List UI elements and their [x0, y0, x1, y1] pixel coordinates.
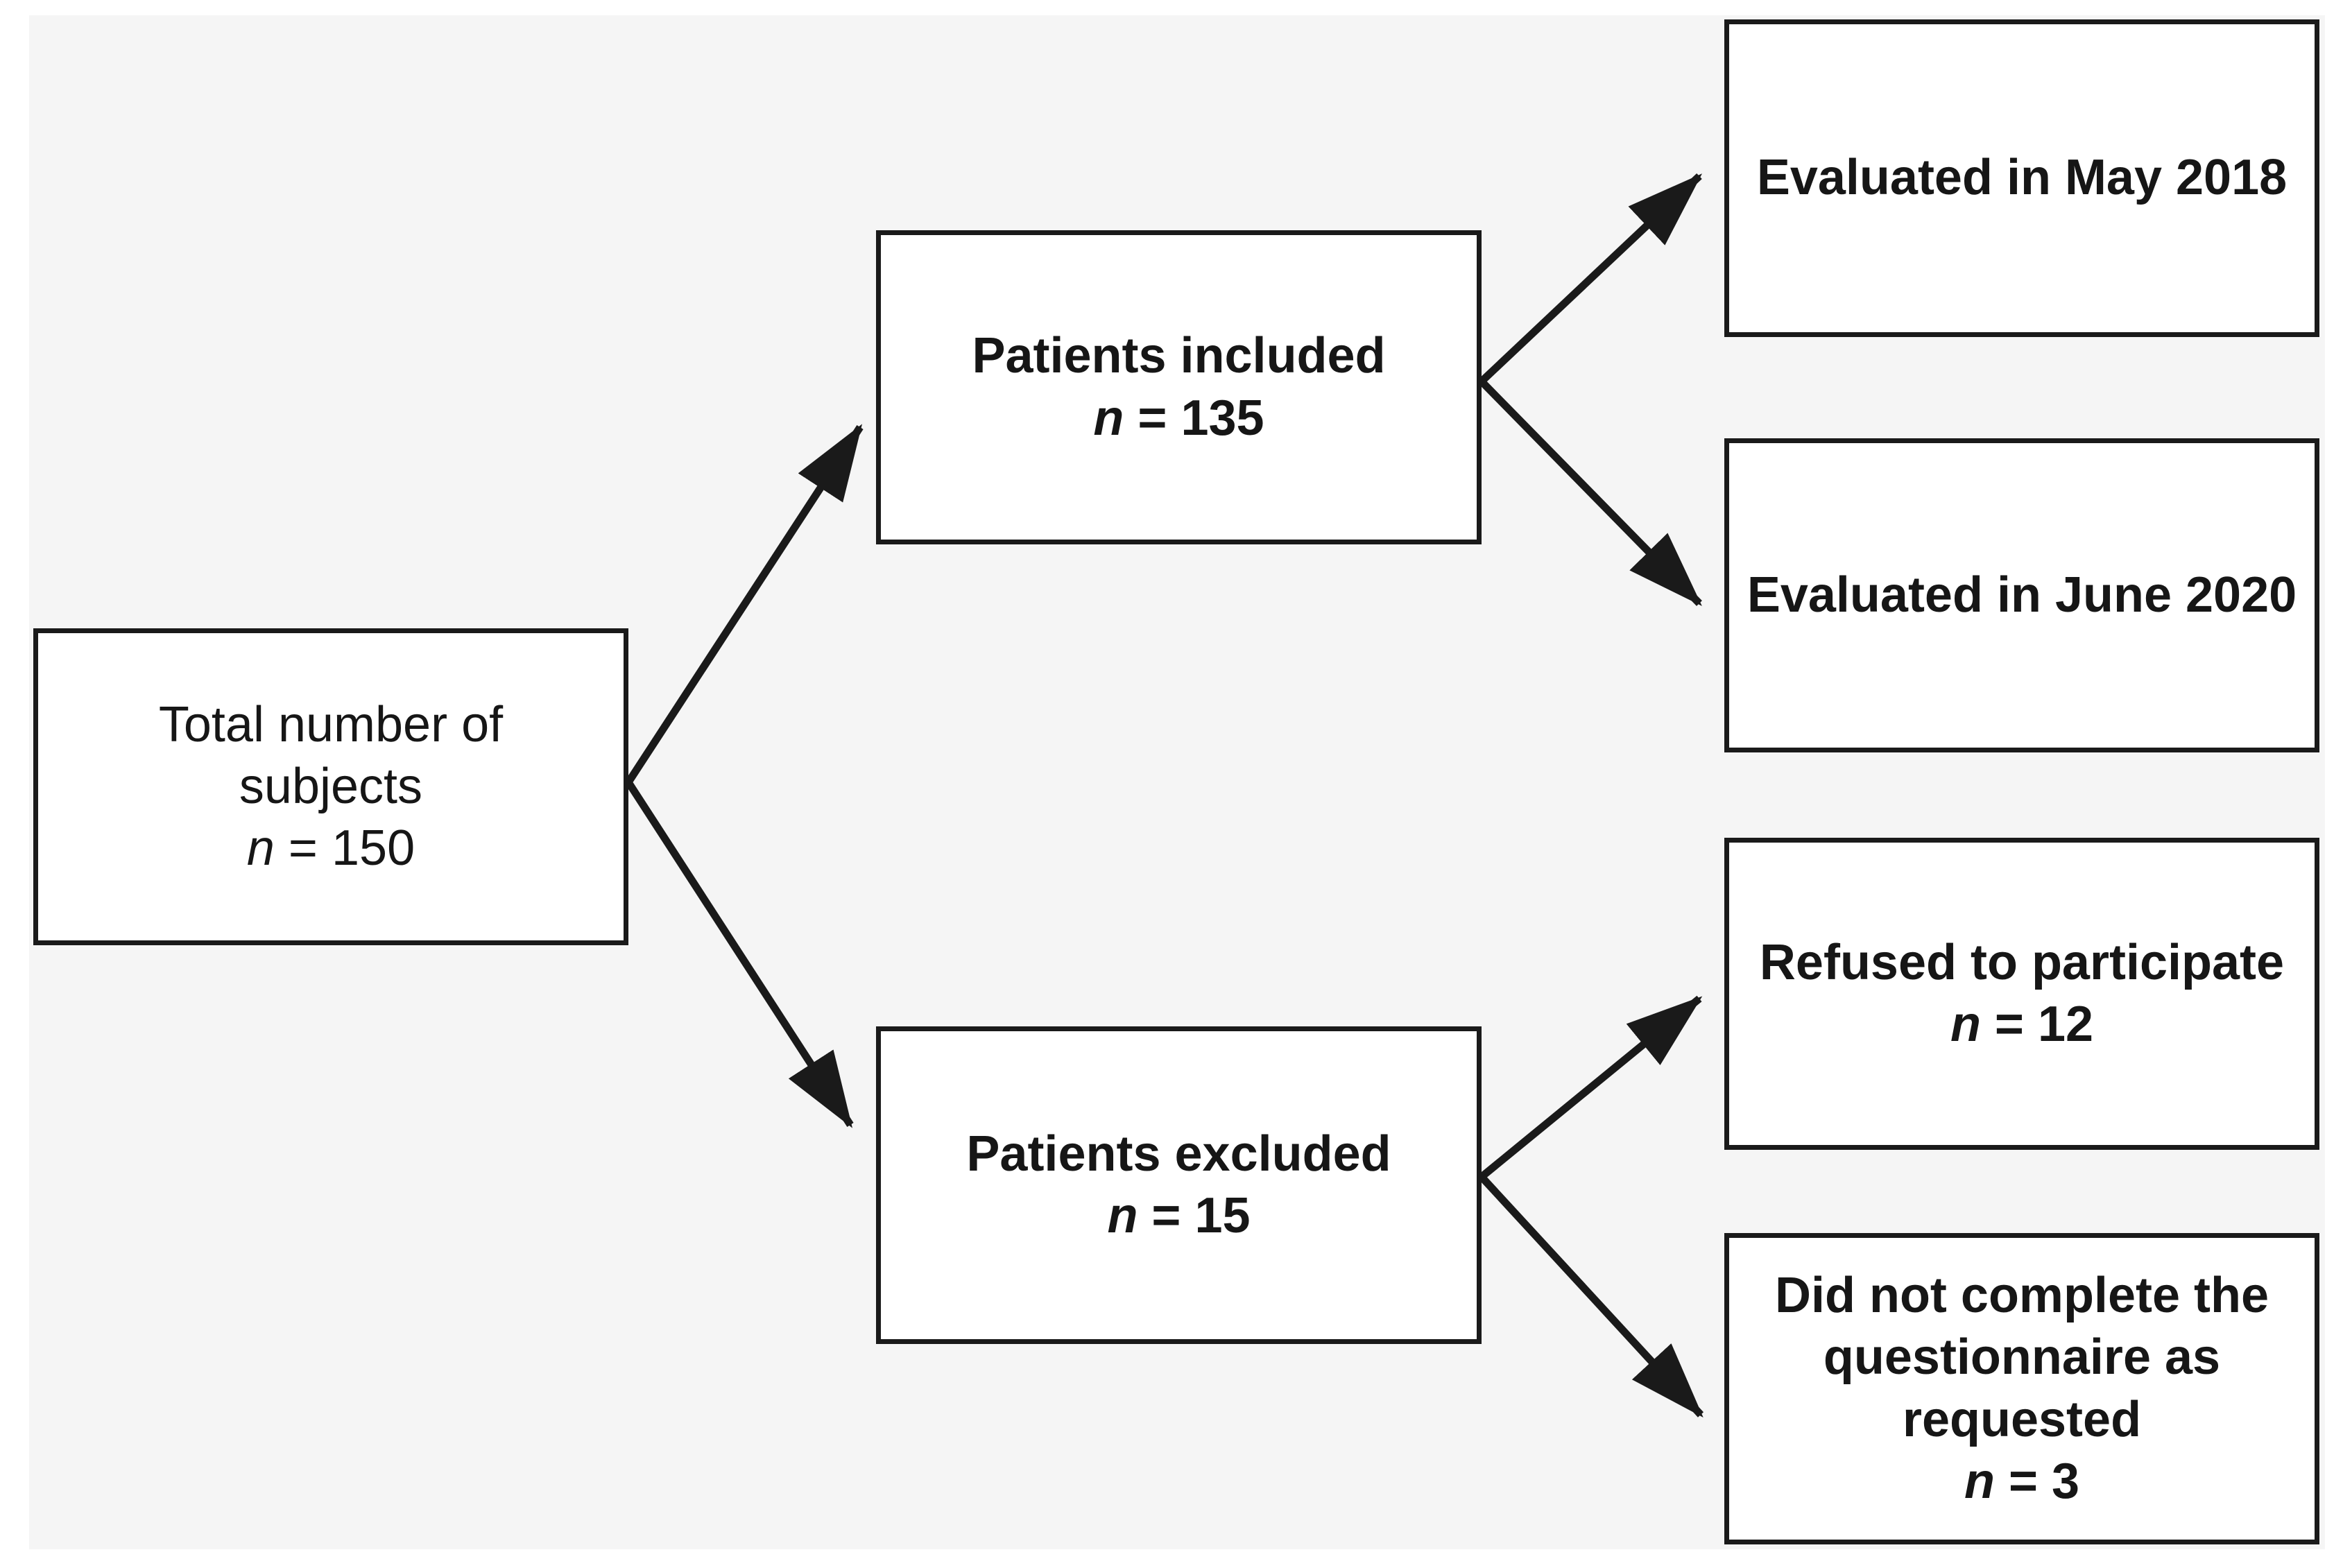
box-text-line: questionnaire as — [1823, 1329, 2221, 1386]
box-text: Patients included — [972, 325, 1385, 387]
box-text-line: Total number of — [158, 696, 504, 752]
box-text-line: requested — [1902, 1391, 2142, 1447]
box-text: Total number of subjects — [159, 694, 503, 818]
box-patients-included: Patients included n = 135 — [876, 230, 1482, 544]
box-text: Patients excluded — [966, 1123, 1391, 1185]
box-text-line: Patients excluded — [966, 1126, 1391, 1182]
box-text: Evaluated in May 2018 — [1757, 147, 2287, 209]
box-text-line: Refused to participate — [1759, 934, 2285, 990]
box-count: n = 3 — [1964, 1453, 2080, 1509]
box-count: n = 12 — [1950, 997, 2094, 1052]
box-refused-to-participate: Refused to participate n = 12 — [1724, 838, 2319, 1150]
box-count: n = 135 — [1093, 390, 1264, 446]
box-count: n = 150 — [246, 820, 415, 877]
box-text-line: Evaluated in June 2020 — [1746, 567, 2297, 623]
box-evaluated-june-2020: Evaluated in June 2020 — [1724, 438, 2319, 752]
box-patients-excluded: Patients excluded n = 15 — [876, 1026, 1482, 1344]
box-text-line: Patients included — [972, 328, 1386, 384]
box-text: Evaluated in June 2020 — [1747, 565, 2297, 626]
box-count: n = 15 — [1107, 1188, 1251, 1243]
box-text: Refused to participate — [1760, 932, 2284, 994]
box-text-line: subjects — [239, 758, 423, 814]
box-text-line: Did not complete the — [1774, 1267, 2269, 1323]
box-text-line: Evaluated in May 2018 — [1756, 150, 2288, 206]
box-total-subjects: Total number of subjects n = 150 — [33, 628, 628, 945]
box-evaluated-may-2018: Evaluated in May 2018 — [1724, 19, 2319, 337]
